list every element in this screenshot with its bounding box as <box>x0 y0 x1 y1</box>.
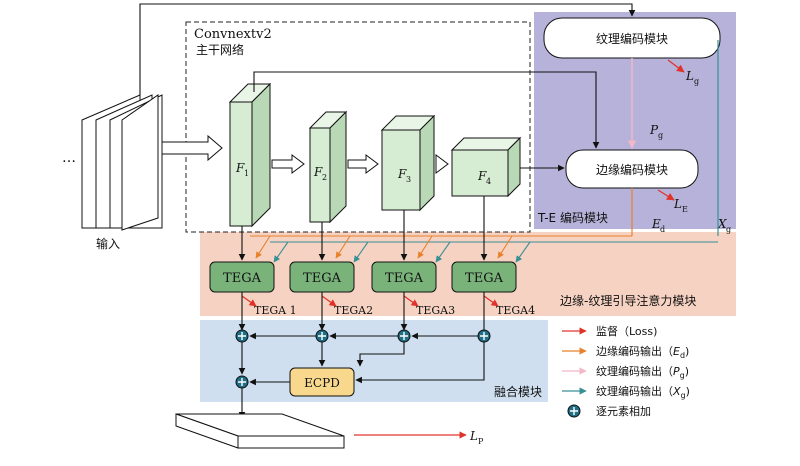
tega3-output-label: TEGA3 <box>416 304 455 317</box>
xg-label: X <box>717 217 727 231</box>
ed-to-tega3 <box>417 235 433 259</box>
le-supervision-arrow <box>657 189 675 201</box>
legend-label-add: 逐元素相加 <box>596 405 651 418</box>
ed-to-tega2 <box>335 235 351 259</box>
output-map <box>175 413 345 449</box>
lp-label: L <box>469 429 478 443</box>
feature-map-f2: F 2 <box>308 110 348 224</box>
le-sub: E <box>682 205 688 214</box>
lg-sub: g <box>694 77 699 86</box>
ed-sub: d <box>660 225 665 234</box>
ecpd-label: ECPD <box>304 376 340 390</box>
ed-label: E <box>651 217 661 231</box>
feature-f3-sub: 3 <box>406 175 411 184</box>
tega1-supervision <box>241 295 257 307</box>
tega-unit-1-label: TEGA <box>223 271 262 286</box>
add-node-3 <box>397 329 411 343</box>
backbone-subtitle: 主干网络 <box>196 42 244 57</box>
feature-f4-label: F <box>477 169 487 183</box>
tega4-output-label: TEGA4 <box>496 304 535 317</box>
feature-f4-sub: 4 <box>486 177 491 186</box>
input-image-stack <box>81 94 163 231</box>
f3-to-f4-arrow <box>435 154 449 174</box>
tega-block-title: 边缘-纹理引导注意力模块 <box>560 293 696 308</box>
legend-label-texture-pg: 纹理编码输出（Pg) <box>596 364 689 380</box>
xg-to-tega2 <box>353 241 369 263</box>
add-node-2 <box>315 329 329 343</box>
backbone-dashed-box <box>185 21 531 233</box>
pg-label: P <box>649 123 659 137</box>
feature-f1-sub: 1 <box>244 169 249 178</box>
input-to-f1-arrow <box>161 134 223 162</box>
tega-unit-4-label: TEGA <box>465 271 504 286</box>
pg-sub: g <box>658 131 663 140</box>
legend: 监督（Loss) 边缘编码输出（Ed) 纹理编码输出（Pg) 纹理编码输出（Xg… <box>562 324 690 418</box>
feature-map-f3: F 3 <box>380 114 436 212</box>
feature-f3-label: F <box>397 167 407 181</box>
legend-label-supervision: 监督（Loss) <box>596 324 657 338</box>
feature-f1-label: F <box>235 161 245 175</box>
ed-to-tega4 <box>497 235 513 259</box>
tega3-supervision <box>403 295 419 307</box>
f2-to-f3-arrow <box>347 154 379 174</box>
xg-to-tega3 <box>435 241 451 263</box>
fusion-block-title: 融合模块 <box>494 384 542 399</box>
edge-encoding-label: 边缘编码模块 <box>596 162 668 177</box>
lp-sub: P <box>478 437 484 446</box>
feature-f2-sub: 2 <box>322 173 327 182</box>
lg-supervision-arrow <box>667 59 685 73</box>
le-label: L <box>673 197 682 211</box>
texture-encoding-label: 纹理编码模块 <box>596 31 668 46</box>
ed-to-tega1 <box>255 235 271 259</box>
te-block-title: T-E 编码模块 <box>537 210 608 225</box>
f1-to-f2-arrow <box>271 154 305 174</box>
lg-label: L <box>685 69 694 83</box>
tega4-supervision <box>483 295 499 307</box>
xg-to-tega4 <box>515 241 531 263</box>
feature-map-f4: F 4 <box>450 136 522 198</box>
xg-sub: g <box>726 225 731 234</box>
backbone-name: Convnextv2 <box>194 27 272 42</box>
legend-label-edge: 边缘编码输出（Ed) <box>596 344 689 360</box>
tega-unit-2-label: TEGA <box>303 271 342 286</box>
tega2-output-label: TEGA2 <box>334 304 373 317</box>
tega-unit-3-label: TEGA <box>385 271 424 286</box>
legend-label-texture-xg: 纹理编码输出（Xg) <box>596 384 690 400</box>
input-ellipsis: … <box>62 150 76 166</box>
add-node-4 <box>477 329 491 343</box>
add-node-1 <box>235 329 249 343</box>
feature-map-f1: F 1 <box>228 82 272 228</box>
feature-f2-label: F <box>313 165 323 179</box>
input-label: 输入 <box>96 236 120 251</box>
xg-to-tega1 <box>273 241 289 263</box>
input-to-texture-line <box>139 3 636 95</box>
tega2-supervision <box>321 295 337 307</box>
legend-swatch-add <box>567 404 581 418</box>
input-front-frame <box>121 94 159 231</box>
f1-to-edge-line <box>253 71 600 149</box>
add-node-5 <box>235 375 249 389</box>
tega1-output-label: TEGA 1 <box>254 304 297 317</box>
